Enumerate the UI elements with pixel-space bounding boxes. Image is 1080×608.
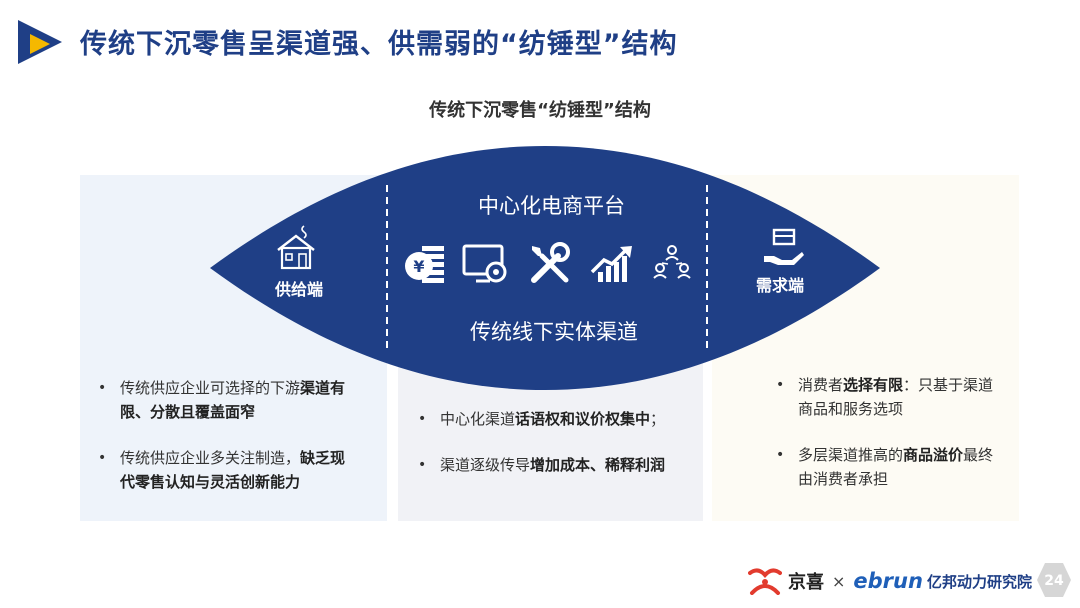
page-title: 传统下沉零售呈渠道强、供需弱的“纺锤型”结构 [80,29,678,60]
times-sign: × [832,571,846,591]
list-item: 消费者选择有限：只基于渠道商品和服务选项 [772,373,994,421]
center-top-label: 中心化电商平台 [478,194,625,218]
list-item: 传统供应企业可选择的下游渠道有限、分散且覆盖面窄 [94,376,356,424]
growth-chart-icon [590,246,632,282]
brand-ebrun: ebrun [853,569,923,593]
page-number: 24 [1044,573,1064,589]
center-bottom-label: 传统线下实体渠道 [470,320,638,344]
footer-brands: 京喜 × ebrun 亿邦动力研究院 [748,566,1032,596]
brand-research-institute: 亿邦动力研究院 [926,572,1032,591]
supply-points: 传统供应企业可选择的下游渠道有限、分散且覆盖面窄 传统供应企业多关注制造，缺乏现… [94,376,356,494]
demand-label: 需求端 [756,276,805,295]
list-item: 多层渠道推高的商品溢价最终由消费者承担 [772,443,994,491]
list-item: 传统供应企业多关注制造，缺乏现代零售认知与灵活创新能力 [94,446,356,494]
brand-jingxi: 京喜 [788,572,824,593]
factory-house-icon [277,225,315,270]
supply-label: 供给端 [275,280,324,299]
network-people-icon [653,245,691,279]
page-number-badge: 24 [1037,563,1071,597]
list-item: 中心化渠道话语权和议价权集中； [414,407,694,431]
computer-settings-icon [462,244,507,283]
diagram-subtitle: 传统下沉零售“纺锤型”结构 [429,100,651,121]
yen-coin-icon: ¥ [405,246,444,283]
jingxi-logo-icon [748,568,782,595]
hand-box-icon [764,228,804,265]
svg-text:¥: ¥ [413,257,424,276]
tools-icon [531,242,570,283]
company-logo-icon [18,20,62,64]
list-item: 渠道逐级传导增加成本、稀释利润 [414,453,694,477]
channel-points: 中心化渠道话语权和议价权集中； 渠道逐级传导增加成本、稀释利润 [414,407,694,477]
demand-points: 消费者选择有限：只基于渠道商品和服务选项 多层渠道推高的商品溢价最终由消费者承担 [772,373,994,491]
